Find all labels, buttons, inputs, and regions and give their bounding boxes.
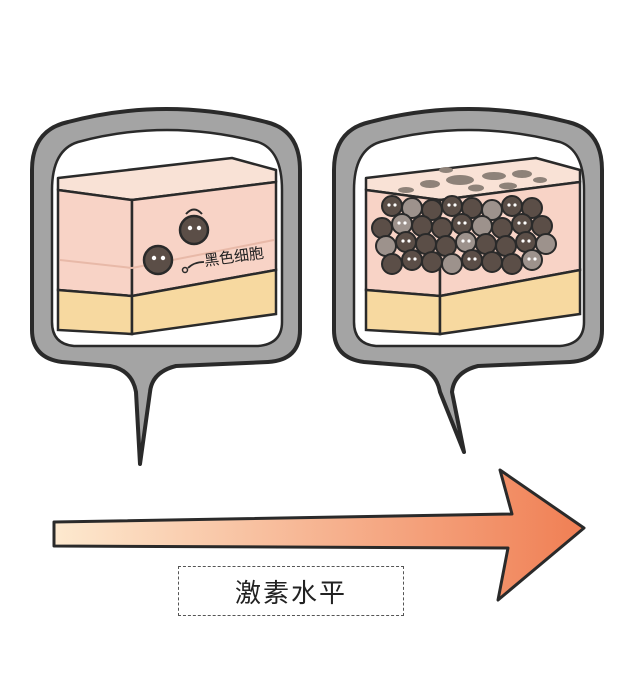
cell-eye	[447, 203, 451, 207]
cell-eye	[403, 221, 407, 225]
melanin-cell	[495, 235, 517, 257]
cell-eye	[507, 203, 511, 207]
melanin-cell	[411, 215, 433, 237]
melanin-cell	[371, 217, 393, 239]
cell-eye	[513, 203, 517, 207]
cell-eye	[387, 203, 391, 207]
melanin-cell	[401, 249, 423, 271]
label-pointer	[187, 261, 205, 269]
melanin-cell	[481, 251, 503, 273]
melanin-cell	[511, 213, 533, 235]
melanin-cell	[431, 217, 453, 239]
hormone-level-label: 激素水平	[178, 566, 404, 616]
melanin-cell	[501, 195, 523, 217]
melanin-cell	[435, 235, 457, 257]
melanin-cell	[375, 235, 397, 257]
melanin-cell	[178, 208, 210, 246]
cell-eye	[473, 257, 477, 261]
melanin-cell	[395, 231, 417, 253]
melanin-cell	[461, 249, 483, 271]
melanin-cell	[521, 197, 543, 219]
cell-eye	[407, 257, 411, 261]
melanin-cell	[441, 195, 463, 217]
melanin-cell	[501, 253, 523, 275]
cell-eye	[397, 221, 401, 225]
pigment-spots	[398, 167, 547, 193]
panel-high-hormone	[332, 107, 604, 454]
cell-eye	[463, 221, 467, 225]
melanin-cell	[531, 215, 553, 237]
melanin-cell	[421, 251, 443, 273]
cell-eye	[533, 257, 537, 261]
melanin-cell	[381, 253, 403, 275]
melanin-cell	[521, 249, 543, 271]
cell-eye	[521, 239, 525, 243]
cell-eye	[407, 239, 411, 243]
cell-eye	[527, 257, 531, 261]
melanin-cell	[515, 231, 537, 253]
panel-low-hormone: 黑色细胞	[30, 107, 302, 466]
melanin-cell	[471, 215, 493, 237]
cell-eye	[467, 239, 471, 243]
melanin-cell	[455, 231, 477, 253]
melanin-cell	[381, 195, 403, 217]
melanin-cluster	[371, 195, 557, 275]
hormone-arrow	[52, 468, 586, 602]
cell-eye	[523, 221, 527, 225]
cell-eye	[457, 221, 461, 225]
melanin-cell	[415, 233, 437, 255]
cell-eye	[467, 257, 471, 261]
melanin-cell	[535, 233, 557, 255]
melanin-cell	[391, 213, 413, 235]
melanin-cell	[441, 253, 463, 275]
cell-eye	[453, 203, 457, 207]
melanin-cell	[142, 244, 174, 276]
melanin-cell	[491, 217, 513, 239]
melanin-cell	[475, 233, 497, 255]
cell-eye	[401, 239, 405, 243]
cell-eye	[517, 221, 521, 225]
cell-eye	[527, 239, 531, 243]
cell-eye	[393, 203, 397, 207]
melanin-cell	[451, 213, 473, 235]
cell-eye	[461, 239, 465, 243]
skin-block-left	[56, 156, 278, 336]
cell-eye	[413, 257, 417, 261]
